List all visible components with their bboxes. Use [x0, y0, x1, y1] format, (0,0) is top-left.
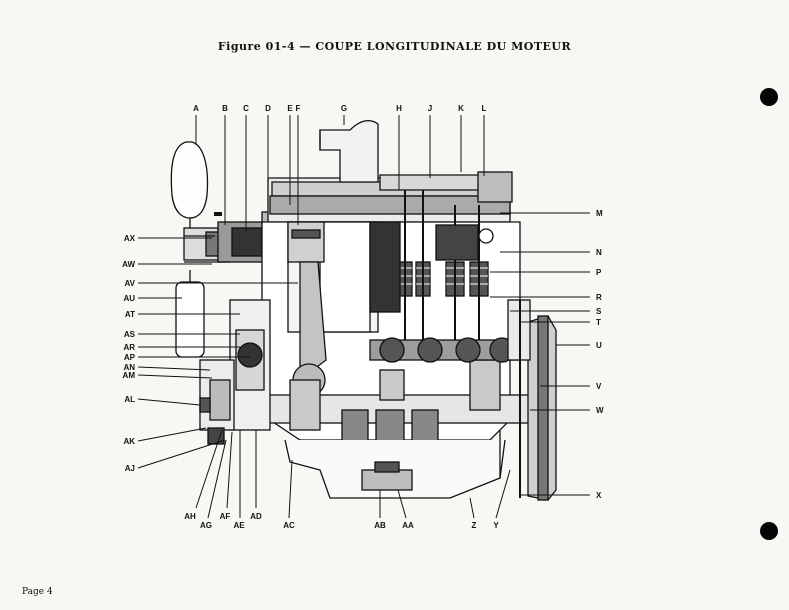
label-AN: AN	[123, 363, 135, 372]
page-number: Page 4	[22, 587, 53, 597]
label-R: R	[596, 293, 602, 302]
label-A: A	[193, 104, 199, 113]
label-Z: Z	[472, 521, 477, 530]
label-X: X	[596, 491, 602, 500]
label-N: N	[596, 248, 602, 257]
label-H: H	[396, 104, 402, 113]
label-U: U	[596, 341, 602, 350]
label-K: K	[458, 104, 464, 113]
rocker-cover	[477, 171, 513, 203]
label-AU: AU	[123, 294, 135, 303]
label-AJ: AJ	[125, 464, 135, 473]
label-AT: AT	[125, 310, 135, 319]
label-AF: AF	[220, 512, 231, 521]
label-F: F	[296, 104, 301, 113]
label-AL: AL	[124, 395, 135, 404]
label-AG: AG	[200, 521, 212, 530]
label-B: B	[222, 104, 228, 113]
label-E: E	[287, 104, 293, 113]
label-V: V	[596, 382, 602, 391]
label-C: C	[243, 104, 249, 113]
binder-hole-bottom	[760, 522, 778, 540]
label-J: J	[428, 104, 432, 113]
label-AA: AA	[402, 521, 414, 530]
label-M: M	[596, 209, 603, 218]
label-AX: AX	[124, 234, 136, 243]
label-AB: AB	[374, 521, 386, 530]
label-AD: AD	[250, 512, 262, 521]
label-S: S	[596, 307, 602, 316]
label-AH: AH	[184, 512, 196, 521]
part-labels: A B C D E F G H J K L AX AW AV AU AT AS …	[122, 104, 604, 530]
label-AM: AM	[123, 371, 136, 380]
label-T: T	[596, 318, 601, 327]
oil-pump	[361, 469, 413, 491]
intake-pipe	[319, 119, 379, 183]
label-P: P	[596, 268, 602, 277]
label-D: D	[265, 104, 271, 113]
label-AS: AS	[124, 330, 136, 339]
piston	[287, 221, 325, 263]
binder-hole-top	[760, 88, 778, 106]
expansion-tank	[170, 141, 209, 219]
leader-lines	[137, 115, 590, 519]
label-G: G	[341, 104, 347, 113]
label-AV: AV	[124, 279, 135, 288]
label-Y: Y	[493, 521, 499, 530]
label-AE: AE	[233, 521, 245, 530]
label-AP: AP	[124, 353, 136, 362]
connecting-rod	[299, 261, 327, 382]
label-L: L	[482, 104, 487, 113]
engine-drawing	[170, 119, 557, 501]
figure-title: Figure 01-4 — COUPE LONGITUDINALE DU MOT…	[217, 40, 572, 53]
label-W: W	[596, 406, 604, 415]
oil-filter	[175, 281, 205, 358]
label-AK: AK	[123, 437, 135, 446]
label-AC: AC	[283, 521, 295, 530]
label-AW: AW	[122, 260, 135, 269]
label-AR: AR	[123, 343, 135, 352]
